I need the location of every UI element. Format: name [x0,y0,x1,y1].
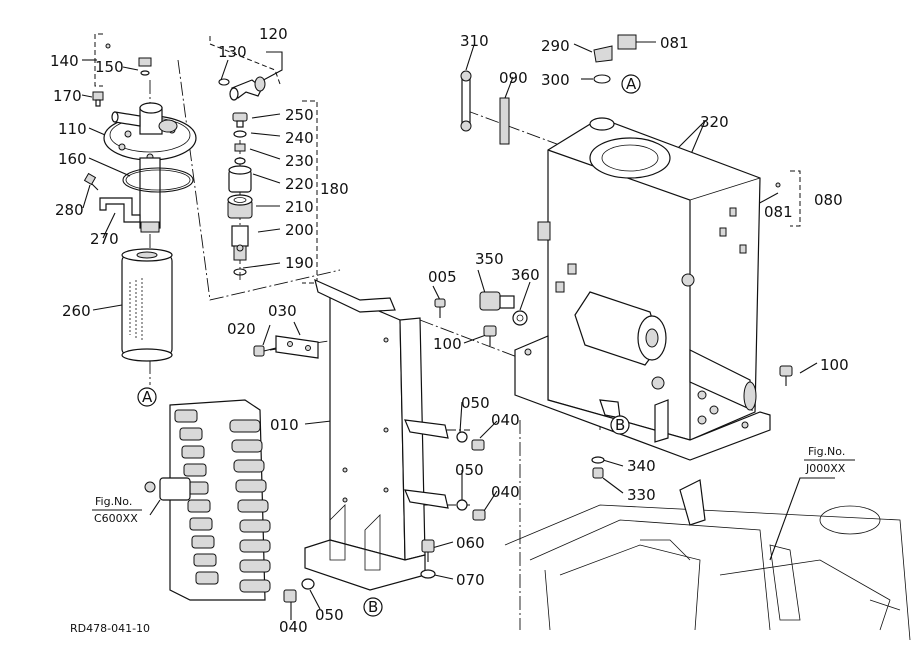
callout-290: 290 [541,37,570,55]
document-id: RD478-041-10 [70,622,150,635]
hydraulic-tank [460,34,793,479]
callout-020: 020 [227,320,256,338]
callout-190: 190 [285,254,314,272]
callout-050-middle: 050 [455,461,484,479]
control-valve-assembly [144,399,271,601]
callout-030: 030 [268,302,297,320]
marker-a-top: A [626,75,637,93]
callout-081-right: 081 [764,203,793,221]
callout-130: 130 [218,43,247,61]
callout-080: 080 [814,191,843,209]
callout-010: 010 [270,416,299,434]
callout-150: 150 [95,58,124,76]
ref-j000-line1: Fig.No. [808,445,845,458]
callout-200: 200 [285,221,314,239]
callout-350: 350 [475,250,504,268]
valve-spools [174,409,271,593]
valve-stand-bracket [253,278,486,603]
ref-j000-line2: J000XX [805,462,846,475]
callout-120: 120 [259,25,288,43]
callout-180: 180 [320,180,349,198]
callout-280: 280 [55,201,84,219]
callout-300: 300 [541,71,570,89]
callout-160: 160 [58,150,87,168]
callout-090: 090 [499,69,528,87]
callout-100-right: 100 [820,356,849,374]
callout-050-upper: 050 [461,394,490,412]
marker-b-tank: B [615,416,625,434]
callout-220: 220 [285,175,314,193]
callout-110: 110 [58,120,87,138]
callout-040-upper: 040 [491,411,520,429]
filter-mesh [129,278,143,340]
connection-markers: A A B B [137,74,641,617]
callout-170: 170 [53,87,82,105]
marker-a-left: A [142,388,153,406]
callout-050-lower: 050 [315,606,344,624]
grouping-brackets [94,33,801,284]
callout-360: 360 [511,266,540,284]
callout-250: 250 [285,106,314,124]
callout-005: 005 [428,268,457,286]
callout-040-lower: 040 [279,618,308,636]
ref-c600-line2: C600XX [94,512,138,525]
callout-340: 340 [627,457,656,475]
callout-081-top: 081 [660,34,689,52]
part-callouts: 140 150 170 110 160 280 270 260 130 120 … [50,25,849,636]
callout-240: 240 [285,129,314,147]
callout-100-left: 100 [433,335,462,353]
callout-330: 330 [627,486,656,504]
marker-b-stand: B [368,598,378,616]
callout-320: 320 [700,113,729,131]
callout-260: 260 [62,302,91,320]
figure-references: Fig.No. C600XX Fig.No. J000XX [92,445,855,525]
callout-310: 310 [460,32,489,50]
callout-040-middle: 040 [491,483,520,501]
callout-210: 210 [285,198,314,216]
callout-140: 140 [50,52,79,70]
machine-frame [504,479,911,641]
ref-c600-line1: Fig.No. [95,495,132,508]
callout-230: 230 [285,152,314,170]
valve-parts-stack [218,76,266,276]
callout-070: 070 [456,571,485,589]
callout-060: 060 [456,534,485,552]
callout-270: 270 [90,230,119,248]
return-filter-assembly [83,43,197,362]
